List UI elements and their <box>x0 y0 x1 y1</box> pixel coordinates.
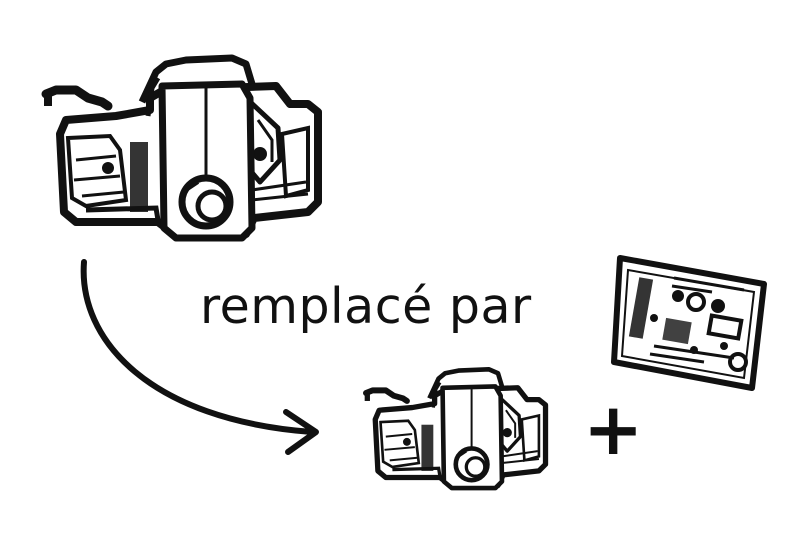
plus-sign: + <box>583 387 644 471</box>
arrowhead-icon <box>283 409 319 455</box>
curved-arrow-icon <box>80 259 315 435</box>
circuit-board-icon <box>614 258 764 388</box>
caption-text: remplacé par <box>200 278 532 335</box>
original-motor-unit-icon <box>46 58 318 238</box>
replacement-motor-unit-icon <box>366 369 546 488</box>
